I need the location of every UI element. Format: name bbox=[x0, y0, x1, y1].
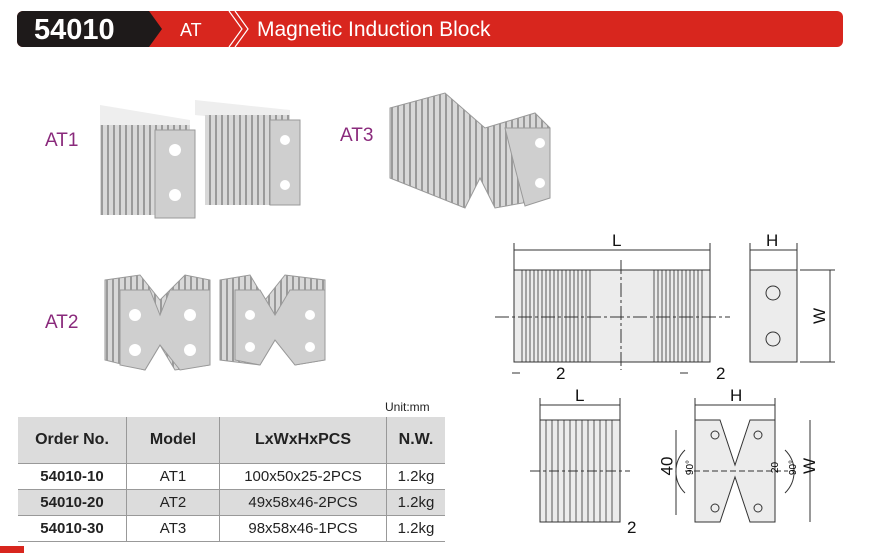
col-model: Model bbox=[126, 417, 220, 464]
model: AT1 bbox=[126, 463, 220, 490]
dim-bot-height: 40 bbox=[657, 456, 677, 476]
dimensions: 49x58x46-2PCS bbox=[219, 489, 387, 516]
model: AT2 bbox=[126, 489, 220, 516]
product-code: 54010 bbox=[34, 14, 115, 46]
unit-label: Unit:mm bbox=[385, 400, 430, 414]
table-row: 54010-20 AT2 49x58x46-2PCS 1.2kg bbox=[18, 489, 445, 516]
order-no: 54010-10 bbox=[18, 463, 127, 490]
at1-product-image bbox=[100, 100, 301, 219]
spec-table: Order No. Model LxWxHxPCS N.W. 54010-10 … bbox=[18, 417, 445, 542]
dimensions: 100x50x25-2PCS bbox=[219, 463, 387, 490]
weight: 1.2kg bbox=[386, 463, 445, 490]
dim-top-w: W bbox=[810, 307, 830, 325]
page-corner-tab bbox=[0, 546, 24, 553]
label-at1: AT1 bbox=[45, 130, 79, 151]
technical-drawings bbox=[495, 243, 835, 523]
dim-bot-w: W bbox=[800, 457, 820, 475]
at3-product-image bbox=[389, 92, 551, 209]
dim-top-h: H bbox=[766, 231, 779, 250]
model: AT3 bbox=[126, 515, 220, 542]
order-no: 54010-20 bbox=[18, 489, 127, 516]
dim-top-l: L bbox=[612, 231, 622, 250]
dim-bot-l: L bbox=[575, 386, 585, 405]
page-title: Magnetic Induction Block bbox=[257, 18, 491, 41]
weight: 1.2kg bbox=[386, 489, 445, 516]
table-row: 54010-10 AT1 100x50x25-2PCS 1.2kg bbox=[18, 463, 445, 490]
angle-left: 90° bbox=[685, 459, 697, 476]
col-order-no: Order No. bbox=[18, 417, 127, 464]
dim-top-gap-right: 2 bbox=[716, 364, 726, 383]
label-at2: AT2 bbox=[45, 312, 79, 333]
dim-top-gap-left: 2 bbox=[556, 364, 566, 383]
dimensions: 98x58x46-1PCS bbox=[219, 515, 387, 542]
weight: 1.2kg bbox=[386, 515, 445, 542]
dim-bot-gap: 2 bbox=[627, 518, 637, 537]
col-weight: N.W. bbox=[386, 417, 445, 464]
table-header-row: Order No. Model LxWxHxPCS N.W. bbox=[18, 417, 445, 464]
label-at3: AT3 bbox=[340, 125, 374, 146]
dim-bot-h: H bbox=[730, 386, 743, 405]
at2-product-image bbox=[104, 274, 326, 371]
col-dimensions: LxWxHxPCS bbox=[219, 417, 387, 464]
angle-right: 90° bbox=[788, 459, 800, 476]
header-bar bbox=[17, 11, 843, 47]
order-no: 54010-30 bbox=[18, 515, 127, 542]
series-code: AT bbox=[180, 20, 202, 40]
inner-dim: 20 bbox=[770, 461, 782, 474]
table-row: 54010-30 AT3 98x58x46-1PCS 1.2kg bbox=[18, 515, 445, 542]
